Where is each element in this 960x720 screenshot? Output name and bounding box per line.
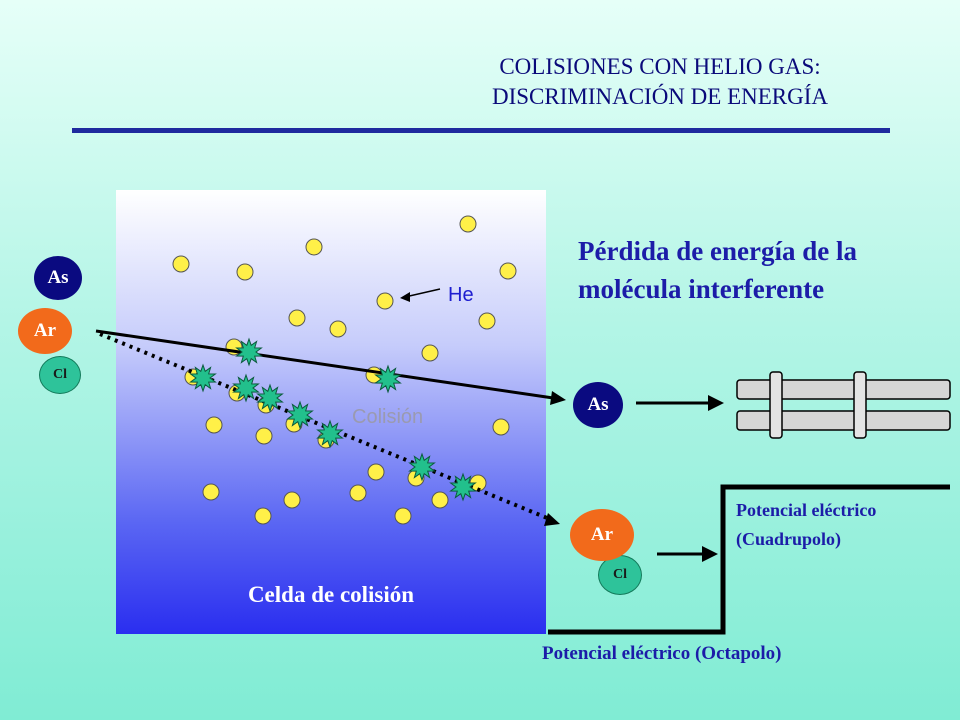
helium-atom bbox=[283, 491, 301, 509]
collision-burst-icon bbox=[256, 383, 284, 413]
quadrupole-rod-vertical-left bbox=[769, 371, 783, 439]
collision-label: Colisión bbox=[352, 406, 424, 428]
helium-atom bbox=[255, 427, 273, 445]
helium-atom bbox=[305, 238, 323, 256]
collision-burst-icon bbox=[189, 363, 217, 393]
he-pointer-line bbox=[404, 288, 441, 298]
helium-atom bbox=[367, 463, 385, 481]
quadrupole-potential-line-1: Potencial eléctrico bbox=[736, 500, 877, 520]
argon-ion-incoming: Ar bbox=[18, 308, 72, 354]
helium-atom bbox=[172, 255, 190, 273]
collision-burst-icon bbox=[374, 364, 402, 394]
chloride-atom-outgoing: Cl bbox=[598, 555, 642, 595]
quadrupole-potential-line-2: (Cuadrupolo) bbox=[736, 529, 842, 549]
collision-cell-label: Celda de colisión bbox=[247, 582, 415, 607]
helium-atom bbox=[205, 416, 223, 434]
title-line-1: COLISIONES CON HELIO GAS: bbox=[499, 54, 821, 79]
helium-atom bbox=[202, 483, 220, 501]
collision-burst-icon bbox=[316, 419, 344, 449]
helium-atom bbox=[288, 309, 306, 327]
helium-atom bbox=[492, 418, 510, 436]
energy-loss-text: Pérdida de energía de la molécula interf… bbox=[578, 232, 948, 308]
he-label: He bbox=[448, 284, 474, 306]
arsenic-path-line bbox=[95, 329, 561, 401]
chloride-atom-incoming: Cl bbox=[39, 356, 81, 394]
quadrupole-rod-bottom bbox=[736, 410, 951, 431]
arsenic-ion-incoming: As bbox=[34, 256, 82, 300]
quadrupole-potential-label: Potencial eléctrico (Cuadrupolo) bbox=[736, 496, 876, 554]
collision-burst-icon bbox=[408, 452, 436, 482]
title-line-2: DISCRIMINACIÓN DE ENERGÍA bbox=[491, 84, 829, 109]
blocked-arrow-head bbox=[702, 546, 718, 562]
helium-atom bbox=[236, 263, 254, 281]
helium-atom bbox=[254, 507, 272, 525]
helium-atom bbox=[329, 320, 347, 338]
arsenic-path-arrowhead bbox=[550, 391, 566, 405]
helium-atom bbox=[459, 215, 477, 233]
collision-burst-icon bbox=[449, 472, 477, 502]
quadrupole-rods bbox=[736, 371, 951, 439]
collision-burst-icon bbox=[235, 337, 263, 367]
helium-atom bbox=[431, 491, 449, 509]
arsenic-ion-outgoing: As bbox=[573, 382, 623, 428]
energy-loss-line-2: molécula interferente bbox=[578, 274, 825, 304]
helium-atoms bbox=[172, 215, 517, 525]
helium-atom bbox=[499, 262, 517, 280]
helium-atom bbox=[478, 312, 496, 330]
argon-chloride-path-arrowhead bbox=[544, 513, 560, 526]
argon-chloride-path-line bbox=[99, 332, 553, 522]
he-pointer-arrowhead bbox=[400, 292, 410, 302]
quadrupole-rod-vertical-right bbox=[853, 371, 867, 439]
octapole-potential-label: Potencial eléctrico (Octapolo) bbox=[542, 643, 782, 664]
quadrupole-arrow-head bbox=[708, 395, 724, 411]
collision-bursts bbox=[189, 337, 477, 502]
collision-burst-icon bbox=[286, 400, 314, 430]
title-underline bbox=[72, 128, 890, 133]
helium-atom bbox=[394, 507, 412, 525]
collision-burst-icon bbox=[232, 373, 260, 403]
argon-ion-outgoing: Ar bbox=[570, 509, 634, 561]
quadrupole-rod-top bbox=[736, 379, 951, 400]
helium-atom bbox=[349, 484, 367, 502]
energy-loss-line-1: Pérdida de energía de la bbox=[578, 236, 857, 266]
helium-atom bbox=[376, 292, 394, 310]
slide-title: COLISIONES CON HELIO GAS: DISCRIMINACIÓN… bbox=[440, 52, 880, 112]
potential-step-line bbox=[548, 484, 950, 635]
helium-atom bbox=[421, 344, 439, 362]
